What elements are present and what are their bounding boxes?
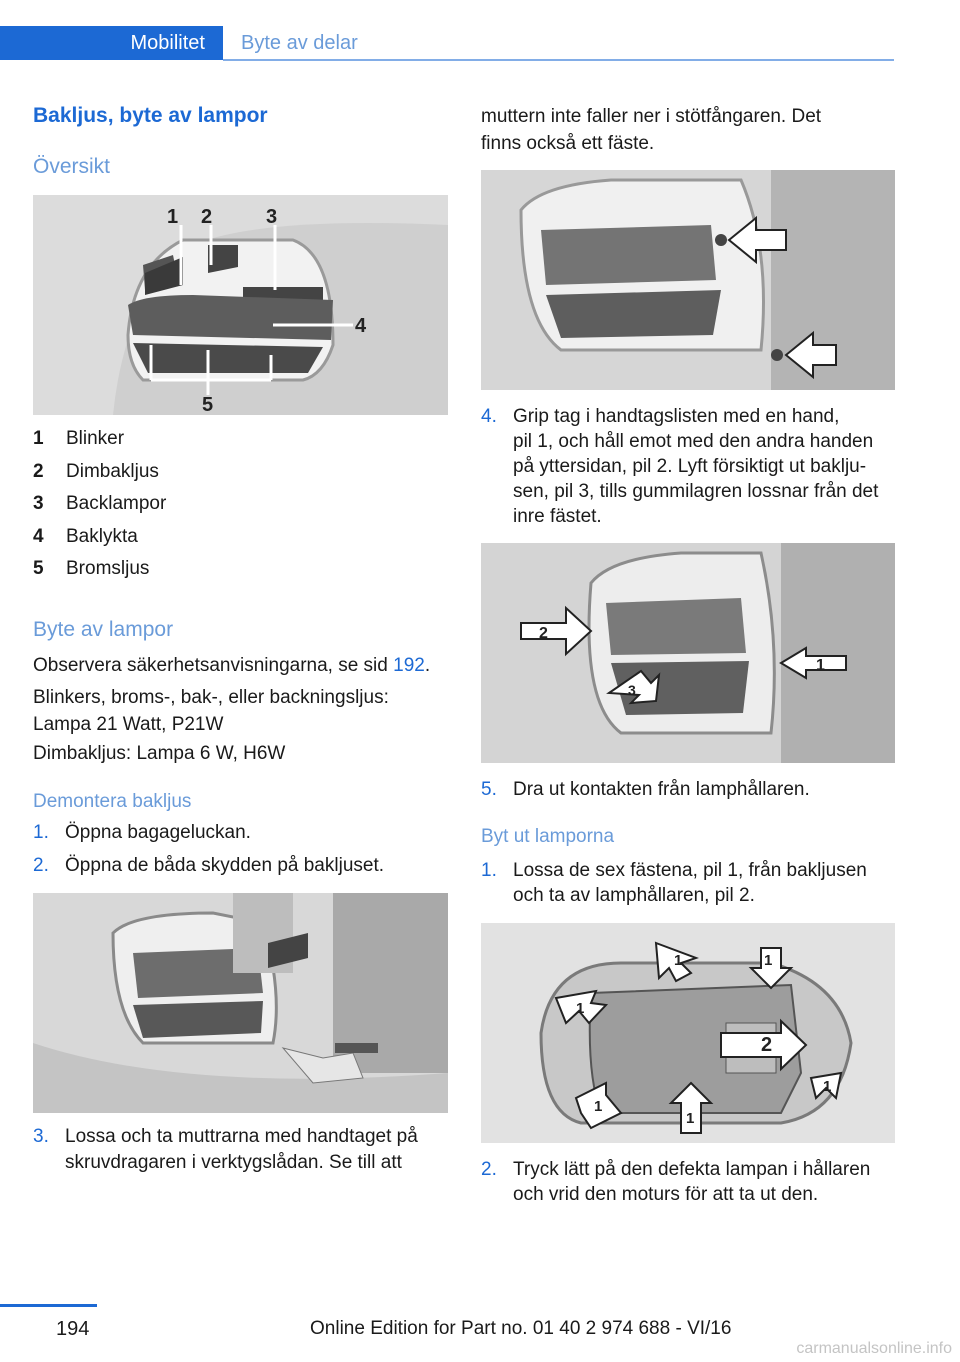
tab-mobilitet[interactable]: Mobilitet [0, 26, 223, 60]
taillight-overview-figure: 1 2 3 4 5 [33, 195, 448, 415]
watermark: carmanualsonline.info [796, 1340, 952, 1357]
header-divider [223, 59, 894, 61]
callout-5: 5 [202, 394, 213, 415]
safety-note: Observera säkerhetsanvisningarna, se sid… [33, 655, 431, 676]
lift-taillight-figure: 2 1 3 [481, 543, 895, 763]
chapter-header: Mobilitet Byte av delar [0, 26, 894, 62]
arrow-label: 1 [764, 952, 772, 969]
remove-heading: Demontera bakljus [33, 791, 192, 812]
overview-heading: Översikt [33, 155, 111, 178]
replace-heading: Byte av lampor [33, 618, 174, 641]
page-number-rule [0, 1304, 97, 1307]
edition-footer: Online Edition for Part no. 01 40 2 974 … [310, 1318, 732, 1339]
arrow-label: 3 [628, 682, 636, 698]
arrow-label: 2 [539, 625, 548, 642]
arrow-label: 1 [686, 1110, 694, 1127]
callout-2: 2 [201, 206, 212, 228]
arrow-label: 1 [594, 1098, 602, 1115]
page-link[interactable]: 192 [393, 655, 425, 676]
nut-location-figure [481, 170, 895, 390]
tab-byte-av-delar[interactable]: Byte av delar [241, 31, 358, 54]
fog-bulb-spec: Dimbakljus: Lampa 6 W, H6W [33, 743, 286, 764]
arrow-label: 1 [823, 1078, 831, 1095]
callout-1: 1 [167, 206, 178, 228]
trunk-open-figure [33, 893, 448, 1113]
arrow-label: 1 [674, 952, 682, 969]
callout-4: 4 [355, 315, 367, 337]
swap-heading: Byt ut lamporna [481, 826, 615, 847]
arrow-label: 1 [576, 1000, 584, 1017]
arrow-label: 2 [761, 1034, 772, 1056]
bulb-spec-paragraph: Blinkers, broms-, bak-, eller backningsl… [33, 687, 389, 735]
page-number: 194 [56, 1318, 90, 1340]
lamp-holder-figure: 1 1 1 2 1 1 1 [481, 923, 895, 1143]
arrow-label: 1 [816, 657, 825, 674]
section-title: Bakljus, byte av lampor [33, 104, 268, 127]
callout-3: 3 [266, 206, 277, 228]
continued-text: muttern inte faller ner i stötfångaren. … [481, 106, 822, 154]
